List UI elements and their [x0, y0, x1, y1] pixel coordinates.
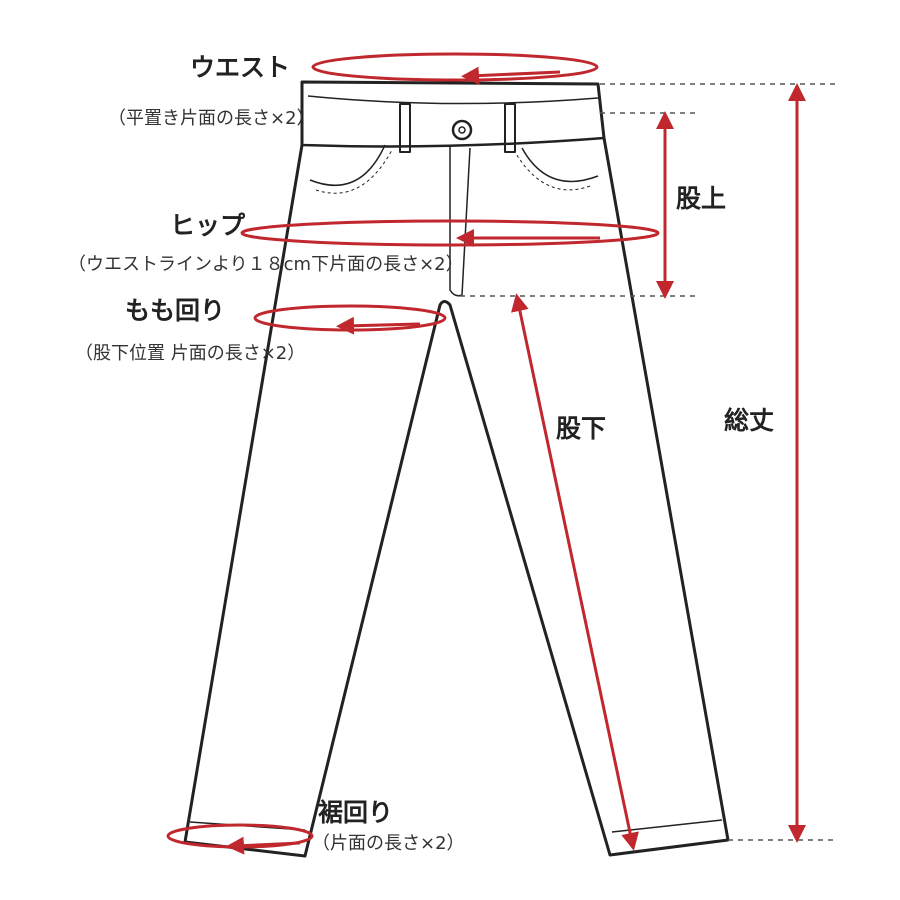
thigh-measure-arrow — [336, 316, 421, 335]
fly — [449, 145, 471, 297]
guide-lines — [460, 83, 835, 841]
thigh-label: もも回り — [125, 296, 226, 325]
hip-label: ヒップ — [170, 211, 246, 240]
belt-loop — [504, 103, 516, 153]
inseam-measure-arrow — [511, 293, 639, 851]
waist-note: （平置き片面の長さ×2） — [108, 108, 315, 129]
button — [451, 119, 473, 141]
hem-note: （片面の長さ×2） — [312, 833, 465, 854]
hem-label: 裾回り — [318, 798, 394, 827]
front-pocket-right — [521, 147, 599, 183]
jeans-silhouette — [183, 80, 730, 858]
hem-measure-arrow — [226, 836, 301, 855]
inseam-label: 股下 — [556, 414, 607, 443]
waist-label: ウエスト — [190, 53, 291, 82]
jeans-illustration — [183, 80, 730, 858]
waist-measure-loop — [311, 52, 599, 82]
hip-note: （ウエストラインより１８cm下片面の長さ×2） — [68, 254, 464, 275]
waistband — [300, 82, 605, 148]
belt-loop — [399, 103, 411, 153]
front-pocket-left — [309, 144, 386, 187]
thigh-note: （股下位置 片面の長さ×2） — [75, 343, 306, 364]
waist-measure-arrow — [461, 66, 561, 85]
rise-label: 股上 — [676, 184, 727, 213]
total-length-label: 総丈 — [724, 406, 775, 435]
